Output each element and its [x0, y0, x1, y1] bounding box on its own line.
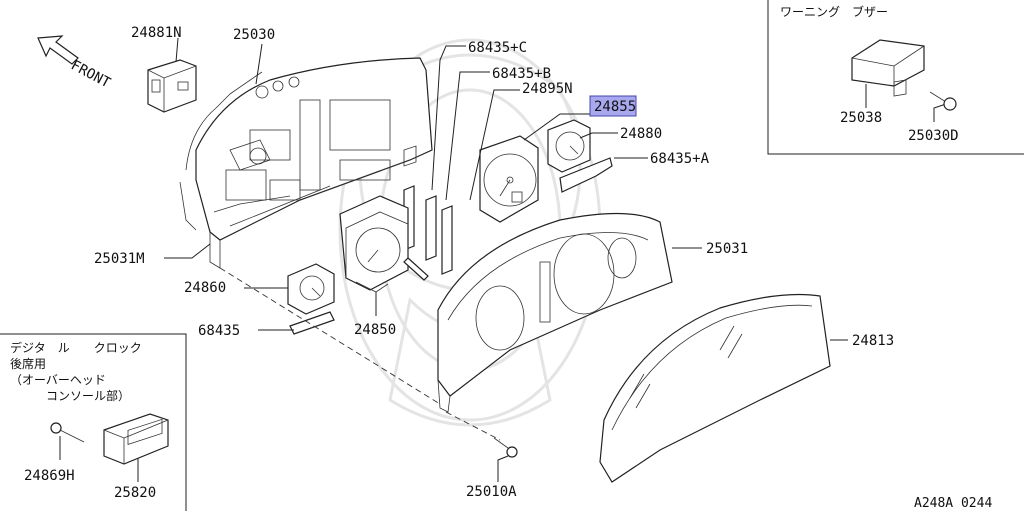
diagram-code: A248A 0244	[914, 496, 992, 511]
inset-warning-title: ワーニング ブザー	[780, 4, 888, 19]
inset-warning-buzzer: ワーニング ブザー	[767, 0, 1024, 155]
part-24860-gauge	[287, 263, 335, 315]
front-arrow-icon	[37, 35, 79, 65]
part-24813-cover	[599, 293, 831, 483]
label-68435[interactable]: 68435	[198, 323, 240, 339]
part-24850-gauge	[339, 195, 429, 293]
highlight-box	[589, 95, 637, 117]
inset-clock-line-4: コンソール部）	[10, 388, 130, 403]
screw-24869H-icon	[50, 422, 85, 443]
assembly-line	[445, 411, 501, 441]
label-24855[interactable]: 24855	[594, 99, 636, 115]
front-label: FRONT	[68, 57, 113, 91]
label-25820[interactable]: 25820	[114, 485, 156, 501]
inset-digital-clock: デジタ ル クロック 後席用 （オーバーヘッド コンソール部）	[0, 333, 187, 511]
leader-lines	[59, 37, 947, 482]
inset-clock-line-2: 後席用	[10, 356, 46, 371]
part-25820-clock	[103, 413, 169, 465]
label-68435B[interactable]: 68435+B	[492, 66, 551, 82]
screw-25010A-icon	[493, 437, 518, 458]
inset-clock-line-1: デジタ ル クロック	[10, 340, 142, 355]
part-24880-gauge	[547, 119, 591, 173]
part-68435B-strip	[425, 195, 453, 275]
label-68435A[interactable]: 68435+A	[650, 151, 710, 167]
assembly-line	[219, 267, 441, 405]
part-25030-housing	[179, 57, 433, 269]
label-24850[interactable]: 24850	[354, 322, 396, 338]
label-68435C[interactable]: 68435+C	[468, 40, 527, 56]
label-25031M[interactable]: 25031M	[94, 251, 145, 267]
label-25030D[interactable]: 25030D	[908, 128, 959, 144]
label-24895N[interactable]: 24895N	[522, 81, 573, 97]
part-68435A-strip	[559, 157, 613, 193]
label-25031[interactable]: 25031	[706, 241, 748, 257]
part-68435-strip	[289, 311, 335, 335]
label-25038[interactable]: 25038	[840, 110, 882, 126]
label-24860[interactable]: 24860	[184, 280, 226, 296]
label-25010A[interactable]: 25010A	[466, 484, 517, 500]
label-25030[interactable]: 25030	[233, 27, 275, 43]
inset-clock-line-3: （オーバーヘッド	[10, 373, 106, 387]
screw-25030D-icon	[929, 91, 957, 111]
label-24881N[interactable]: 24881N	[131, 25, 182, 41]
label-24813[interactable]: 24813	[852, 333, 894, 349]
part-24855-gauge	[479, 135, 539, 223]
part-24881N-shape	[147, 59, 197, 113]
label-24869H[interactable]: 24869H	[24, 468, 75, 484]
label-24880[interactable]: 24880	[620, 126, 662, 142]
part-25031-panel	[437, 212, 673, 413]
part-25038-buzzer	[851, 39, 925, 97]
